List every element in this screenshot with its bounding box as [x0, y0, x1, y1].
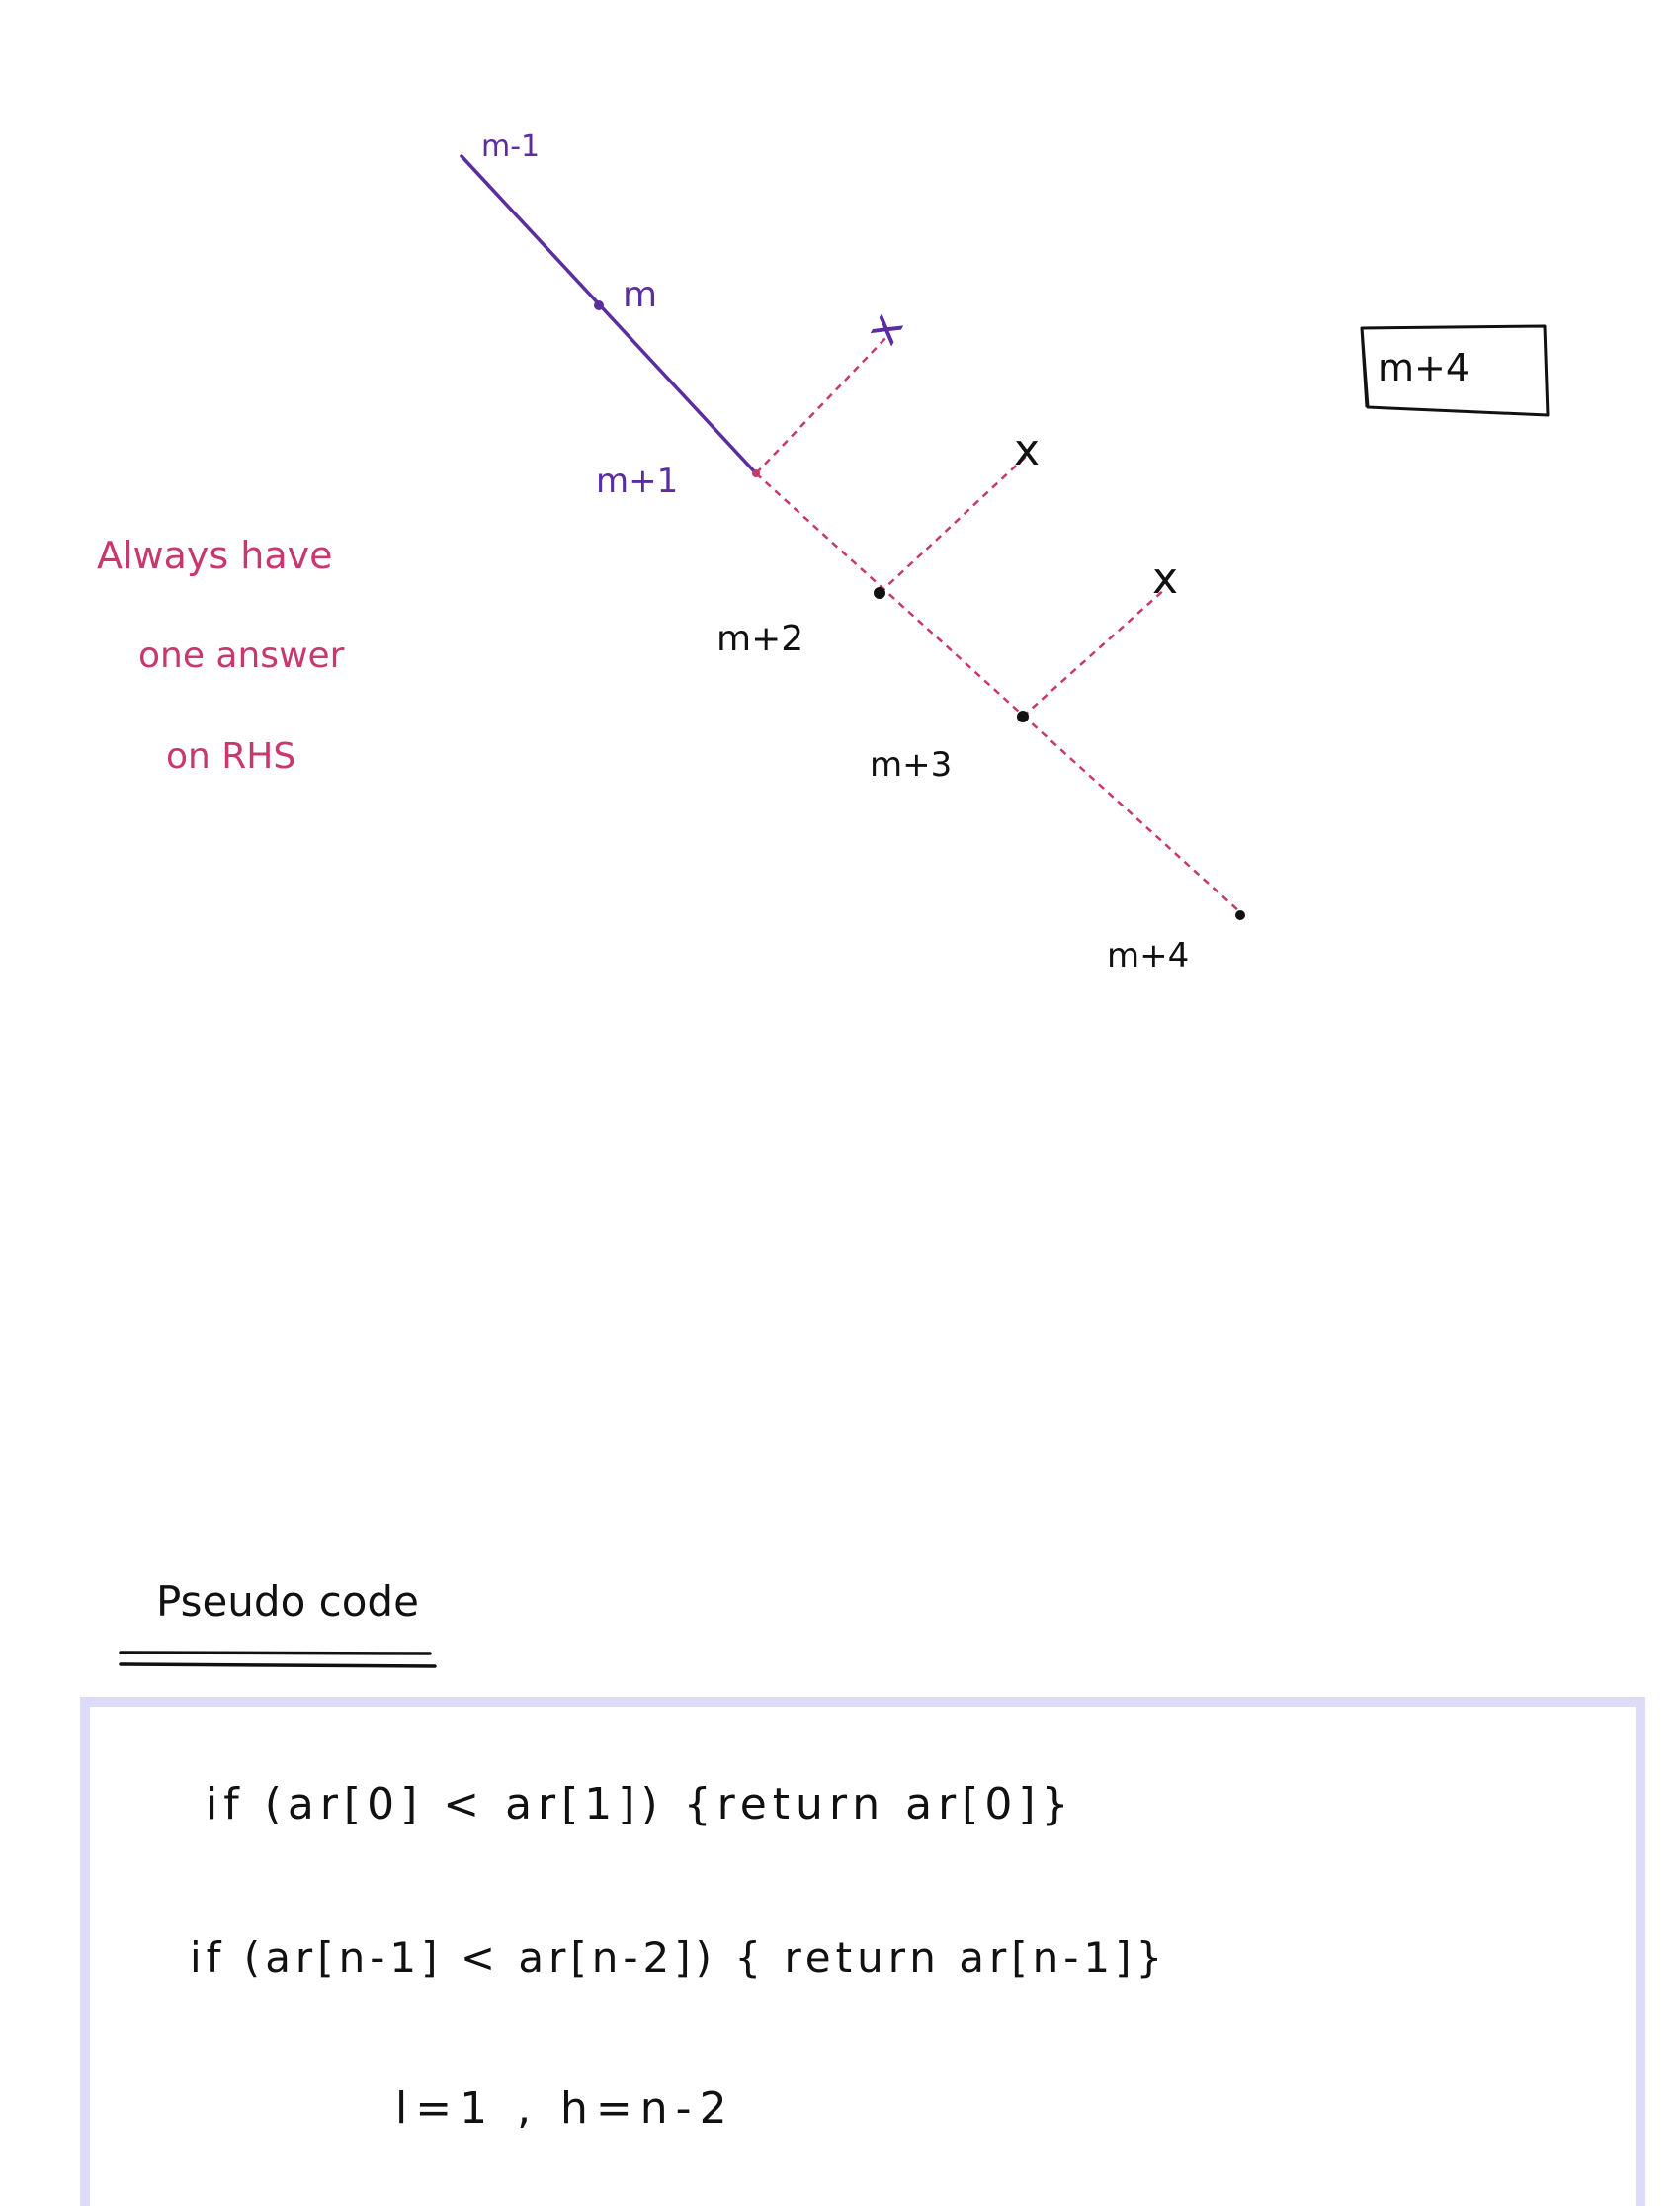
- heading-underline-2: [119, 1662, 437, 1668]
- point-m-plus-4-dot: [1235, 910, 1245, 920]
- branch-from-m-plus-3: [1022, 587, 1167, 718]
- label-m-minus-1: m-1: [481, 129, 540, 164]
- point-m-plus-2-dot: [874, 587, 885, 599]
- point-m-plus-1-dot: [752, 469, 760, 477]
- pseudo-line-2: if (ar[n-1] < ar[n-2]) { return ar[n-1]}: [190, 1933, 1167, 1982]
- point-m-dot: [594, 300, 604, 310]
- pink-dashed-main-line: [755, 472, 1241, 913]
- label-m-plus-3: m+3: [870, 745, 952, 785]
- x-mark-2: x: [1014, 425, 1040, 475]
- label-m: m: [623, 275, 657, 315]
- heading-underline-1: [119, 1651, 432, 1655]
- point-m-plus-3-dot: [1017, 711, 1029, 722]
- branch-from-m-plus-1: [755, 333, 890, 474]
- note-line-3: on RHS: [166, 736, 295, 777]
- x-mark-1: x: [854, 303, 913, 354]
- branch-from-m-plus-2: [879, 454, 1029, 594]
- purple-descending-line: [460, 154, 758, 475]
- label-m-plus-4: m+4: [1107, 936, 1189, 976]
- answer-box: [1360, 324, 1550, 417]
- pseudo-heading: Pseudo code: [156, 1577, 419, 1626]
- note-line-1: Always have: [97, 534, 333, 577]
- pseudo-line-1: if (ar[0] < ar[1]) {return ar[0]}: [206, 1779, 1075, 1829]
- pseudo-code-box: [80, 1697, 1645, 2206]
- label-m-plus-2: m+2: [716, 619, 803, 659]
- boxed-answer-text: m+4: [1378, 346, 1470, 389]
- label-m-plus-1: m+1: [596, 462, 678, 501]
- note-line-2: one answer: [138, 636, 345, 676]
- x-mark-3: x: [1152, 553, 1178, 604]
- pseudo-line-3: l=1 , h=n-2: [395, 2083, 735, 2134]
